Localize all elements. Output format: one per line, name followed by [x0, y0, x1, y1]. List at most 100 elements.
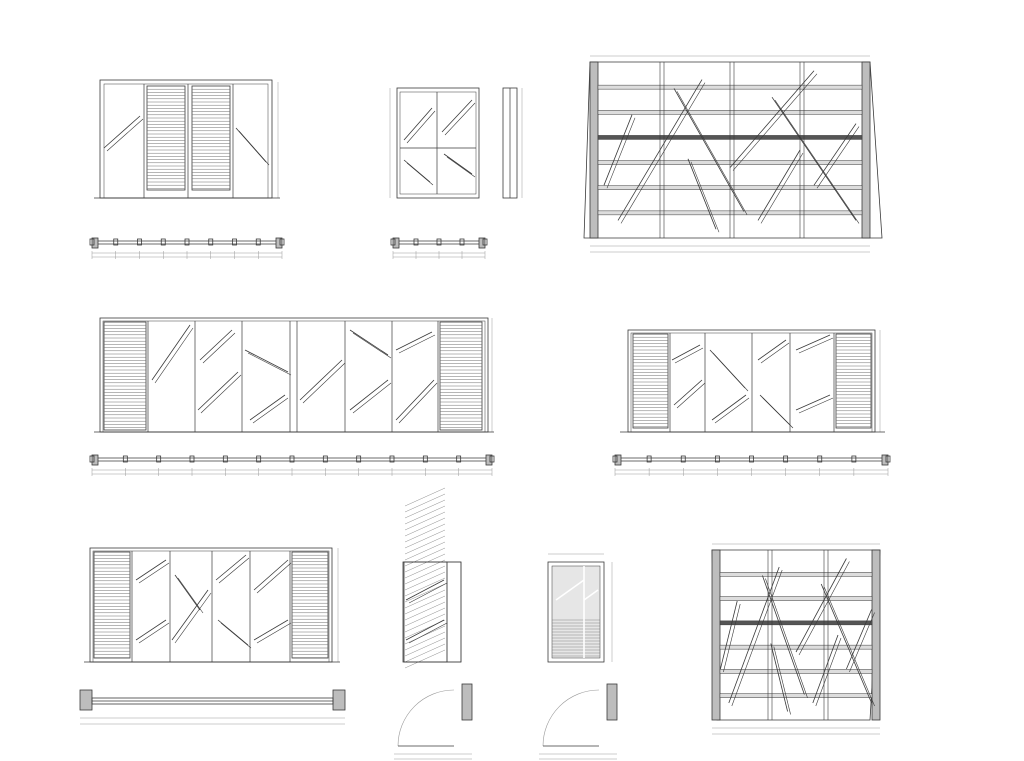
branch-member [138, 562, 170, 584]
wall-section [275, 237, 283, 249]
branch-member [443, 153, 473, 175]
frame-line [446, 561, 462, 663]
branch-member [673, 379, 703, 406]
wall-section [461, 683, 473, 721]
branch-member [349, 379, 389, 411]
hatch-line [404, 577, 446, 597]
branch-member [773, 646, 791, 715]
branch-member [135, 559, 167, 581]
horizontal-rail [719, 620, 873, 626]
branch-member [256, 622, 292, 644]
hatch-line [404, 505, 446, 525]
hatch-line [404, 535, 446, 555]
branch-member [795, 558, 847, 653]
frame-line [403, 561, 448, 663]
hatch-line [404, 493, 446, 513]
hatch-line [404, 487, 446, 507]
frame-line [99, 317, 489, 433]
branch-member [138, 622, 170, 644]
panel-joint [612, 455, 618, 463]
elevation-b [94, 317, 494, 433]
branch-member [723, 603, 741, 673]
frame-line [551, 565, 601, 659]
panel-joint [279, 238, 285, 246]
wall-section [91, 454, 99, 466]
panel-joint [356, 455, 362, 463]
branch-member [617, 79, 703, 221]
branch-member [762, 575, 805, 695]
branch-member [720, 600, 738, 670]
branch-member [795, 334, 831, 351]
hatch-line [404, 529, 446, 549]
branch-member [253, 559, 289, 591]
panel-joint [489, 455, 495, 463]
branch-member [106, 118, 144, 152]
hatch-line [404, 499, 446, 519]
branch-member [247, 352, 292, 376]
branch-member [200, 374, 242, 414]
panel-joint [436, 238, 442, 246]
hatch-line [404, 607, 446, 627]
panel-joint [456, 455, 462, 463]
branch-member [849, 612, 875, 673]
louvre-frame [103, 321, 147, 431]
door-elevation-hatched [402, 487, 462, 669]
branch-member [408, 582, 448, 604]
wall-section [606, 683, 618, 721]
horizontal-rail [719, 572, 873, 577]
hatch-line [404, 613, 446, 633]
branch-member [795, 394, 831, 411]
panel-joint [322, 455, 328, 463]
hatch-line [404, 511, 446, 531]
panel-joint [817, 455, 823, 463]
branch-member [349, 329, 389, 356]
louvre-frame [632, 333, 669, 429]
branch-member [215, 554, 247, 581]
branch-member [606, 117, 636, 189]
branch-member [714, 397, 750, 424]
branch-member [171, 589, 209, 641]
wall-section [332, 689, 346, 711]
branch-member [728, 566, 780, 704]
hatch-line [404, 547, 446, 567]
wall-section [485, 454, 493, 466]
branch-member [406, 162, 434, 186]
panel-joint [89, 238, 95, 246]
hatch-line [404, 625, 446, 645]
door-swing-arc [542, 689, 600, 747]
panel-joint [137, 238, 142, 246]
inlay-line [583, 589, 599, 601]
branch-member [673, 88, 745, 212]
horizontal-rail [719, 596, 873, 601]
louvre-frame [146, 85, 186, 191]
branch-member [765, 578, 808, 698]
frame-line [399, 91, 477, 195]
panel-joint [232, 238, 237, 246]
panel-joint [255, 238, 261, 246]
inlay-line [555, 579, 585, 601]
hatch-line [404, 523, 446, 543]
plan-d [79, 689, 346, 725]
branch-member [774, 100, 860, 224]
post-right [861, 61, 871, 239]
branch-member [302, 362, 346, 404]
branch-member [151, 324, 191, 381]
hatch-line [404, 559, 446, 579]
truss-elevation-bottom [711, 543, 881, 735]
panel-joint [113, 238, 119, 246]
branch-member [798, 397, 834, 414]
branch-member [405, 619, 445, 641]
branch-member [603, 114, 633, 186]
branch-member [352, 332, 392, 359]
door-plan-slatted [539, 683, 618, 760]
frame-line [396, 87, 480, 199]
door-section-small [502, 87, 523, 199]
hatch-line [404, 595, 446, 615]
branch-member [770, 643, 788, 712]
branch-member [220, 622, 252, 649]
hatch-line [404, 541, 446, 561]
branch-member [620, 82, 706, 224]
wall-section [881, 454, 889, 466]
